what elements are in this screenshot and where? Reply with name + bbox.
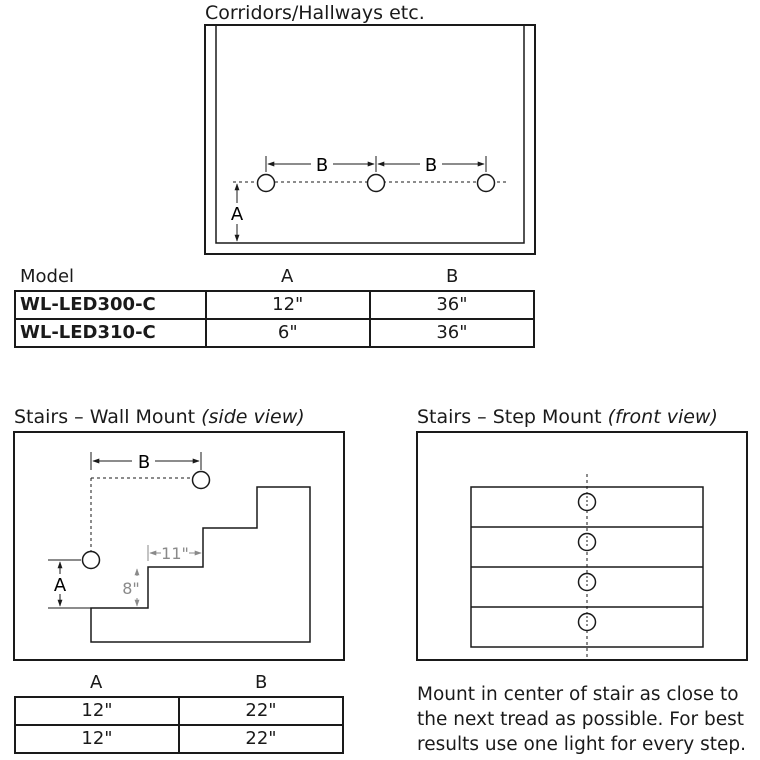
model-column-header: Model bbox=[20, 266, 75, 287]
stairs-wall-title-main: Stairs – Wall Mount bbox=[14, 406, 202, 428]
stair-profile bbox=[90, 486, 311, 643]
stairs-step-frame bbox=[416, 431, 748, 661]
a-column-header: A bbox=[281, 266, 294, 287]
stairs-wall-title-note: (side view) bbox=[201, 406, 305, 428]
note-line: results use one light for every step. bbox=[417, 734, 747, 755]
a-value-cell: 6" bbox=[204, 318, 371, 348]
riser-dimension-label: 8" bbox=[122, 579, 140, 598]
light-fixture-icon bbox=[366, 173, 386, 193]
stairs-wall-a-label: A bbox=[54, 575, 67, 596]
a-value-cell: 12" bbox=[14, 696, 180, 726]
note-line: the next tread as possible. For best bbox=[417, 709, 745, 730]
light-fixture-icon bbox=[81, 550, 101, 570]
b-column-header: B bbox=[255, 672, 268, 693]
b-value-cell: 36" bbox=[368, 290, 536, 320]
table-row: 12" 22" bbox=[14, 696, 344, 726]
model-cell: WL-LED310-C bbox=[14, 318, 207, 348]
corridor-b-label: B bbox=[316, 155, 328, 176]
corridor-a-label: A bbox=[231, 204, 244, 225]
light-fixture-icon bbox=[191, 470, 211, 490]
b-value-cell: 22" bbox=[178, 724, 344, 754]
b-value-cell: 22" bbox=[178, 696, 344, 726]
stairs-wall-frame bbox=[13, 431, 345, 661]
stairs-wall-b-label: B bbox=[138, 452, 150, 473]
note-line: Mount in center of stair as close to bbox=[417, 684, 739, 705]
stairs-wall-spec-table: 12" 22" 12" 22" bbox=[14, 696, 344, 754]
mounting-note: Mount in center of stair as close to the… bbox=[417, 682, 746, 757]
model-cell: WL-LED300-C bbox=[14, 290, 207, 320]
stairs-step-title-note: (front view) bbox=[607, 406, 718, 428]
a-column-header: A bbox=[90, 672, 103, 693]
corridor-spec-table: WL-LED300-C 12" 36" WL-LED310-C 6" 36" bbox=[14, 290, 536, 348]
corridor-diagram: B B A bbox=[204, 24, 536, 255]
table-row: WL-LED310-C 6" 36" bbox=[14, 318, 536, 348]
a-value-cell: 12" bbox=[204, 290, 371, 320]
corridor-title: Corridors/Hallways etc. bbox=[205, 2, 425, 24]
tread-dimension-label: 11" bbox=[161, 544, 189, 563]
b-value-cell: 36" bbox=[368, 318, 536, 348]
b-column-header: B bbox=[446, 266, 459, 287]
a-value-cell: 12" bbox=[14, 724, 180, 754]
stairs-step-diagram bbox=[416, 431, 748, 661]
stairs-wall-diagram: B A 11" 8" bbox=[13, 431, 345, 661]
light-fixture-icon bbox=[476, 173, 496, 193]
stairs-step-title-main: Stairs – Step Mount bbox=[417, 406, 608, 428]
table-row: WL-LED300-C 12" 36" bbox=[14, 290, 536, 320]
stairs-wall-title: Stairs – Wall Mount (side view) bbox=[14, 406, 305, 428]
corridor-walls bbox=[215, 26, 525, 244]
corridor-b-label: B bbox=[425, 155, 437, 176]
corridor-frame bbox=[204, 24, 536, 255]
table-row: 12" 22" bbox=[14, 724, 344, 754]
light-fixture-icon bbox=[256, 173, 276, 193]
stairs-step-title: Stairs – Step Mount (front view) bbox=[417, 406, 718, 428]
